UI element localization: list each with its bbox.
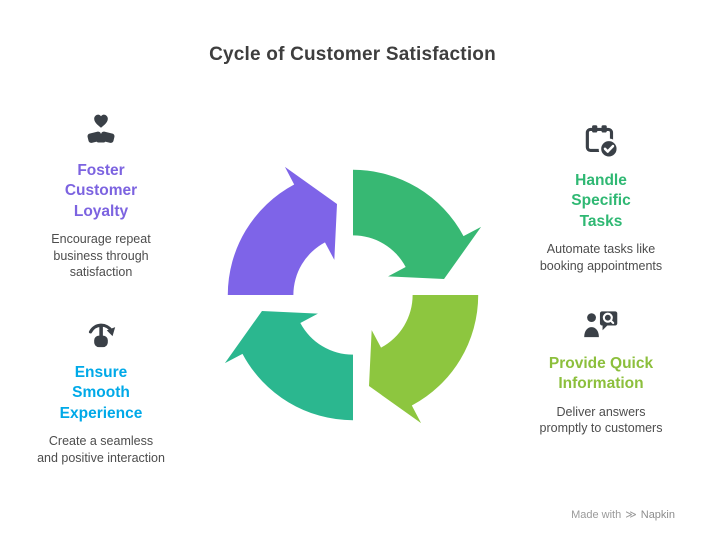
napkin-brand-link[interactable]: Napkin <box>640 508 675 521</box>
item-description: Automate tasks like booking appointments <box>539 242 663 273</box>
cycle-arrow-top-right <box>353 169 482 280</box>
page-title: Cycle of Customer Satisfaction <box>209 44 496 65</box>
footer-watermark: Made with ≫ Napkin <box>571 508 675 522</box>
cycle-arrow-top-left <box>227 166 338 295</box>
item-foster-customer-loyalty: Foster Customer Loyalty Encourage repeat… <box>31 110 171 281</box>
heart-handshake-icon <box>79 110 123 154</box>
hand-gesture-redo-icon <box>79 312 123 356</box>
item-description: Encourage repeat business through satisf… <box>51 232 151 280</box>
item-heading: Provide Quick Information <box>548 355 654 393</box>
item-ensure-smooth-experience: Ensure Smooth Experience Create a seamle… <box>31 312 171 466</box>
item-provide-quick-information: Provide Quick Information Deliver answer… <box>531 303 671 437</box>
cycle-arrow-bottom-right <box>368 295 479 424</box>
person-presentation-icon <box>579 303 623 347</box>
napkin-logo-icon: ≫ <box>625 509 637 521</box>
item-description: Create a seamless and positive interacti… <box>37 434 165 465</box>
item-description: Deliver answers promptly to customers <box>539 404 663 436</box>
made-with-label: Made with <box>571 508 622 521</box>
item-heading: Handle Specific Tasks <box>571 172 631 230</box>
cycle-arrow-bottom-left <box>224 310 353 421</box>
item-heading: Ensure Smooth Experience <box>59 364 143 422</box>
calendar-check-icon <box>579 120 623 164</box>
item-heading: Foster Customer Loyalty <box>64 162 138 220</box>
cycle-diagram <box>224 166 482 424</box>
item-handle-specific-tasks: Handle Specific Tasks Automate tasks lik… <box>531 120 671 274</box>
